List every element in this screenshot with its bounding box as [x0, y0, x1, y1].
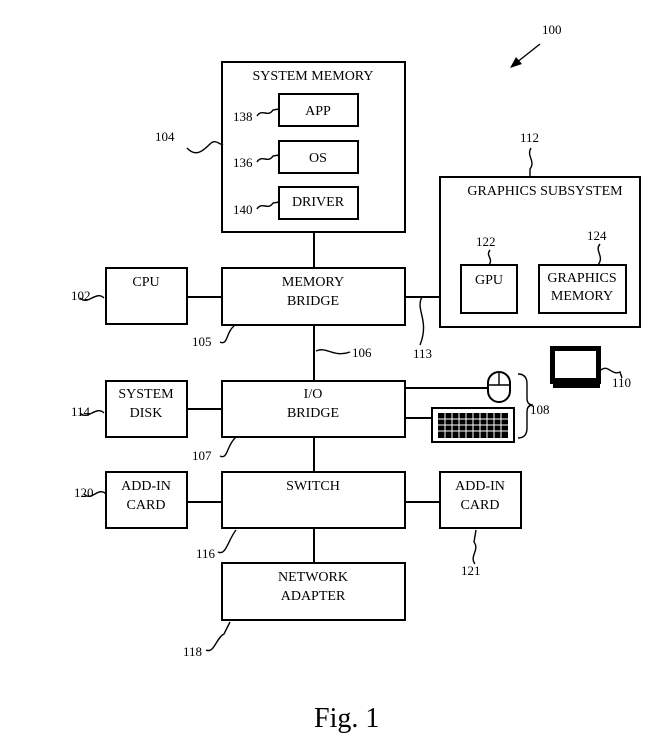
io-bridge-block: I/O BRIDGE: [221, 380, 406, 438]
switch-label: SWITCH: [286, 479, 340, 494]
graphics-memory-label-line1: GRAPHICS: [547, 271, 616, 286]
cpu-block: CPU: [105, 267, 188, 325]
mouse-icon: [487, 371, 511, 403]
system-disk-label-line1: SYSTEM: [118, 387, 174, 402]
leader-114: [79, 410, 105, 416]
ref-110: 110: [612, 375, 631, 390]
ref-118: 118: [183, 644, 202, 659]
system-memory-label: SYSTEM MEMORY: [253, 69, 374, 84]
leader-138: [256, 108, 280, 117]
leader-121: [472, 529, 477, 565]
network-adapter-label-line1: NETWORK: [278, 570, 348, 585]
leader-107: [219, 436, 237, 458]
display-monitor-icon: [550, 346, 601, 388]
leader-106: [315, 349, 351, 355]
keyboard-icon: [431, 407, 515, 443]
leader-136: [256, 154, 280, 163]
ref-140: 140: [233, 202, 253, 217]
app-label: APP: [305, 104, 331, 119]
leader-110: [600, 367, 623, 379]
os-label: OS: [309, 151, 327, 166]
driver-block: DRIVER: [278, 186, 359, 220]
figure-caption: Fig. 1: [314, 703, 379, 734]
input-devices-brace: [517, 373, 534, 439]
leader-105: [219, 325, 235, 344]
ref-113: 113: [413, 346, 432, 361]
leader-112: [528, 147, 533, 177]
ref-138: 138: [233, 109, 253, 124]
add-in-card-right-label-line1: ADD-IN: [455, 479, 505, 494]
leader-104: [186, 141, 224, 154]
network-adapter-label-line2: ADAPTER: [281, 589, 346, 604]
ref-104: 104: [155, 129, 175, 144]
ref-116: 116: [196, 546, 216, 561]
system-disk-block: SYSTEM DISK: [105, 380, 188, 438]
add-in-card-left-label-line1: ADD-IN: [121, 479, 171, 494]
ref-122: 122: [476, 234, 496, 249]
app-block: APP: [278, 93, 359, 127]
figure-ref-arrow-line: [515, 43, 541, 64]
ref-114: 114: [71, 404, 91, 419]
add-in-card-left-label-line2: CARD: [127, 498, 166, 513]
network-adapter-block: NETWORK ADAPTER: [221, 562, 406, 621]
leader-102: [79, 295, 105, 301]
ref-112: 112: [520, 130, 539, 145]
ref-120: 120: [74, 485, 94, 500]
cpu-label: CPU: [132, 275, 159, 290]
driver-label: DRIVER: [292, 195, 345, 210]
add-in-card-left-block: ADD-IN CARD: [105, 471, 188, 529]
leader-122: [487, 249, 492, 266]
gpu-label: GPU: [475, 273, 503, 288]
ref-102: 102: [71, 288, 91, 303]
memory-bridge-block: MEMORY BRIDGE: [221, 267, 406, 326]
switch-block: SWITCH: [221, 471, 406, 529]
add-in-card-right-block: ADD-IN CARD: [439, 471, 522, 529]
ref-106: 106: [352, 345, 372, 360]
leader-116: [217, 529, 237, 554]
ref-107: 107: [192, 448, 212, 463]
figure-ref-arrowhead: [510, 57, 522, 68]
memory-bridge-label-line1: MEMORY: [282, 275, 344, 290]
leader-124: [597, 243, 602, 266]
leader-118: [205, 621, 231, 652]
figure-ref-100: 100: [542, 22, 562, 37]
graphics-memory-block: GRAPHICS MEMORY: [538, 264, 627, 314]
graphics-memory-label-line2: MEMORY: [551, 289, 613, 304]
os-block: OS: [278, 140, 359, 174]
ref-136: 136: [233, 155, 253, 170]
leader-140: [256, 201, 280, 210]
ref-124: 124: [587, 228, 607, 243]
add-in-card-right-label-line2: CARD: [461, 498, 500, 513]
ref-108: 108: [530, 402, 550, 417]
system-disk-label-line2: DISK: [130, 406, 163, 421]
ref-105: 105: [192, 334, 212, 349]
leader-113: [419, 296, 425, 346]
leader-120: [83, 491, 107, 497]
memory-bridge-label-line2: BRIDGE: [287, 294, 339, 309]
io-bridge-label-line2: BRIDGE: [287, 406, 339, 421]
ref-121: 121: [461, 563, 481, 578]
gpu-block: GPU: [460, 264, 518, 314]
io-bridge-label-line1: I/O: [304, 387, 323, 402]
graphics-subsystem-label: GRAPHICS SUBSYSTEM: [467, 184, 623, 199]
